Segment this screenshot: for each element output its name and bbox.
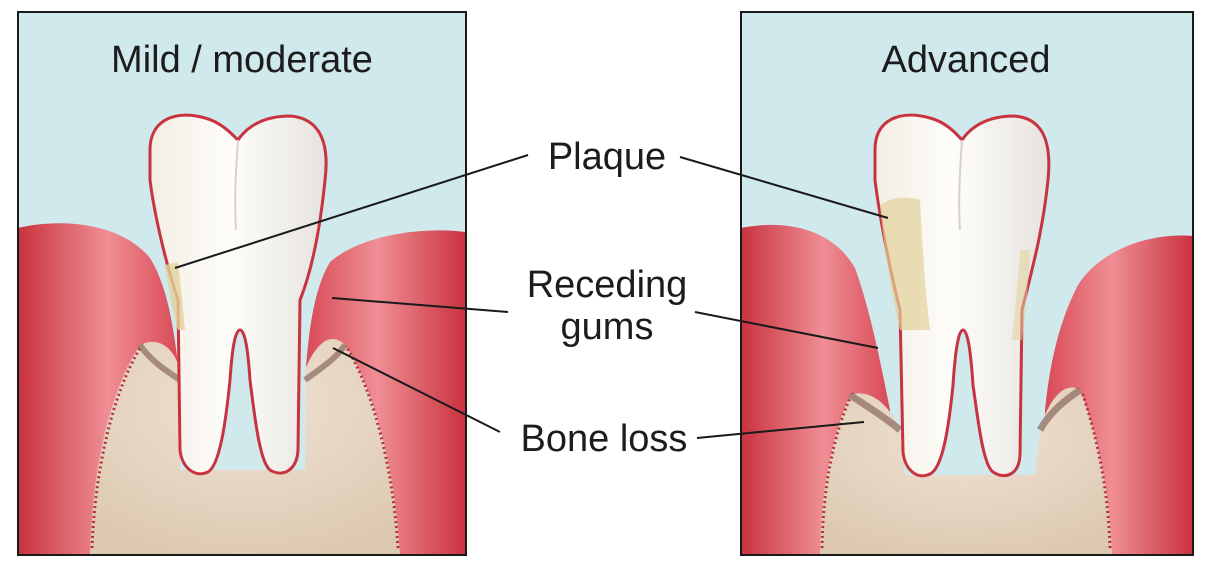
bone-mild bbox=[90, 339, 400, 555]
leader-receding-left bbox=[331, 297, 509, 313]
tooth-mild bbox=[148, 113, 328, 476]
panel-title-mild: Mild / moderate bbox=[111, 39, 373, 81]
leader-plaque-left bbox=[174, 154, 529, 269]
label-receding-line2: gums bbox=[560, 306, 654, 348]
callout-lines bbox=[174, 154, 889, 439]
label-plaque: Plaque bbox=[547, 136, 667, 178]
panel-advanced bbox=[741, 12, 1193, 555]
leader-receding-right bbox=[694, 311, 879, 349]
label-bone-loss: Bone loss bbox=[520, 418, 688, 460]
label-receding-line1: Receding bbox=[526, 264, 688, 306]
bone-advanced bbox=[820, 387, 1112, 555]
leader-boneloss-left bbox=[332, 347, 501, 433]
leader-plaque-right bbox=[679, 156, 889, 219]
panel-mild-moderate bbox=[18, 12, 466, 555]
leader-boneloss-right bbox=[696, 421, 865, 439]
panel-title-advanced: Advanced bbox=[881, 39, 1051, 81]
